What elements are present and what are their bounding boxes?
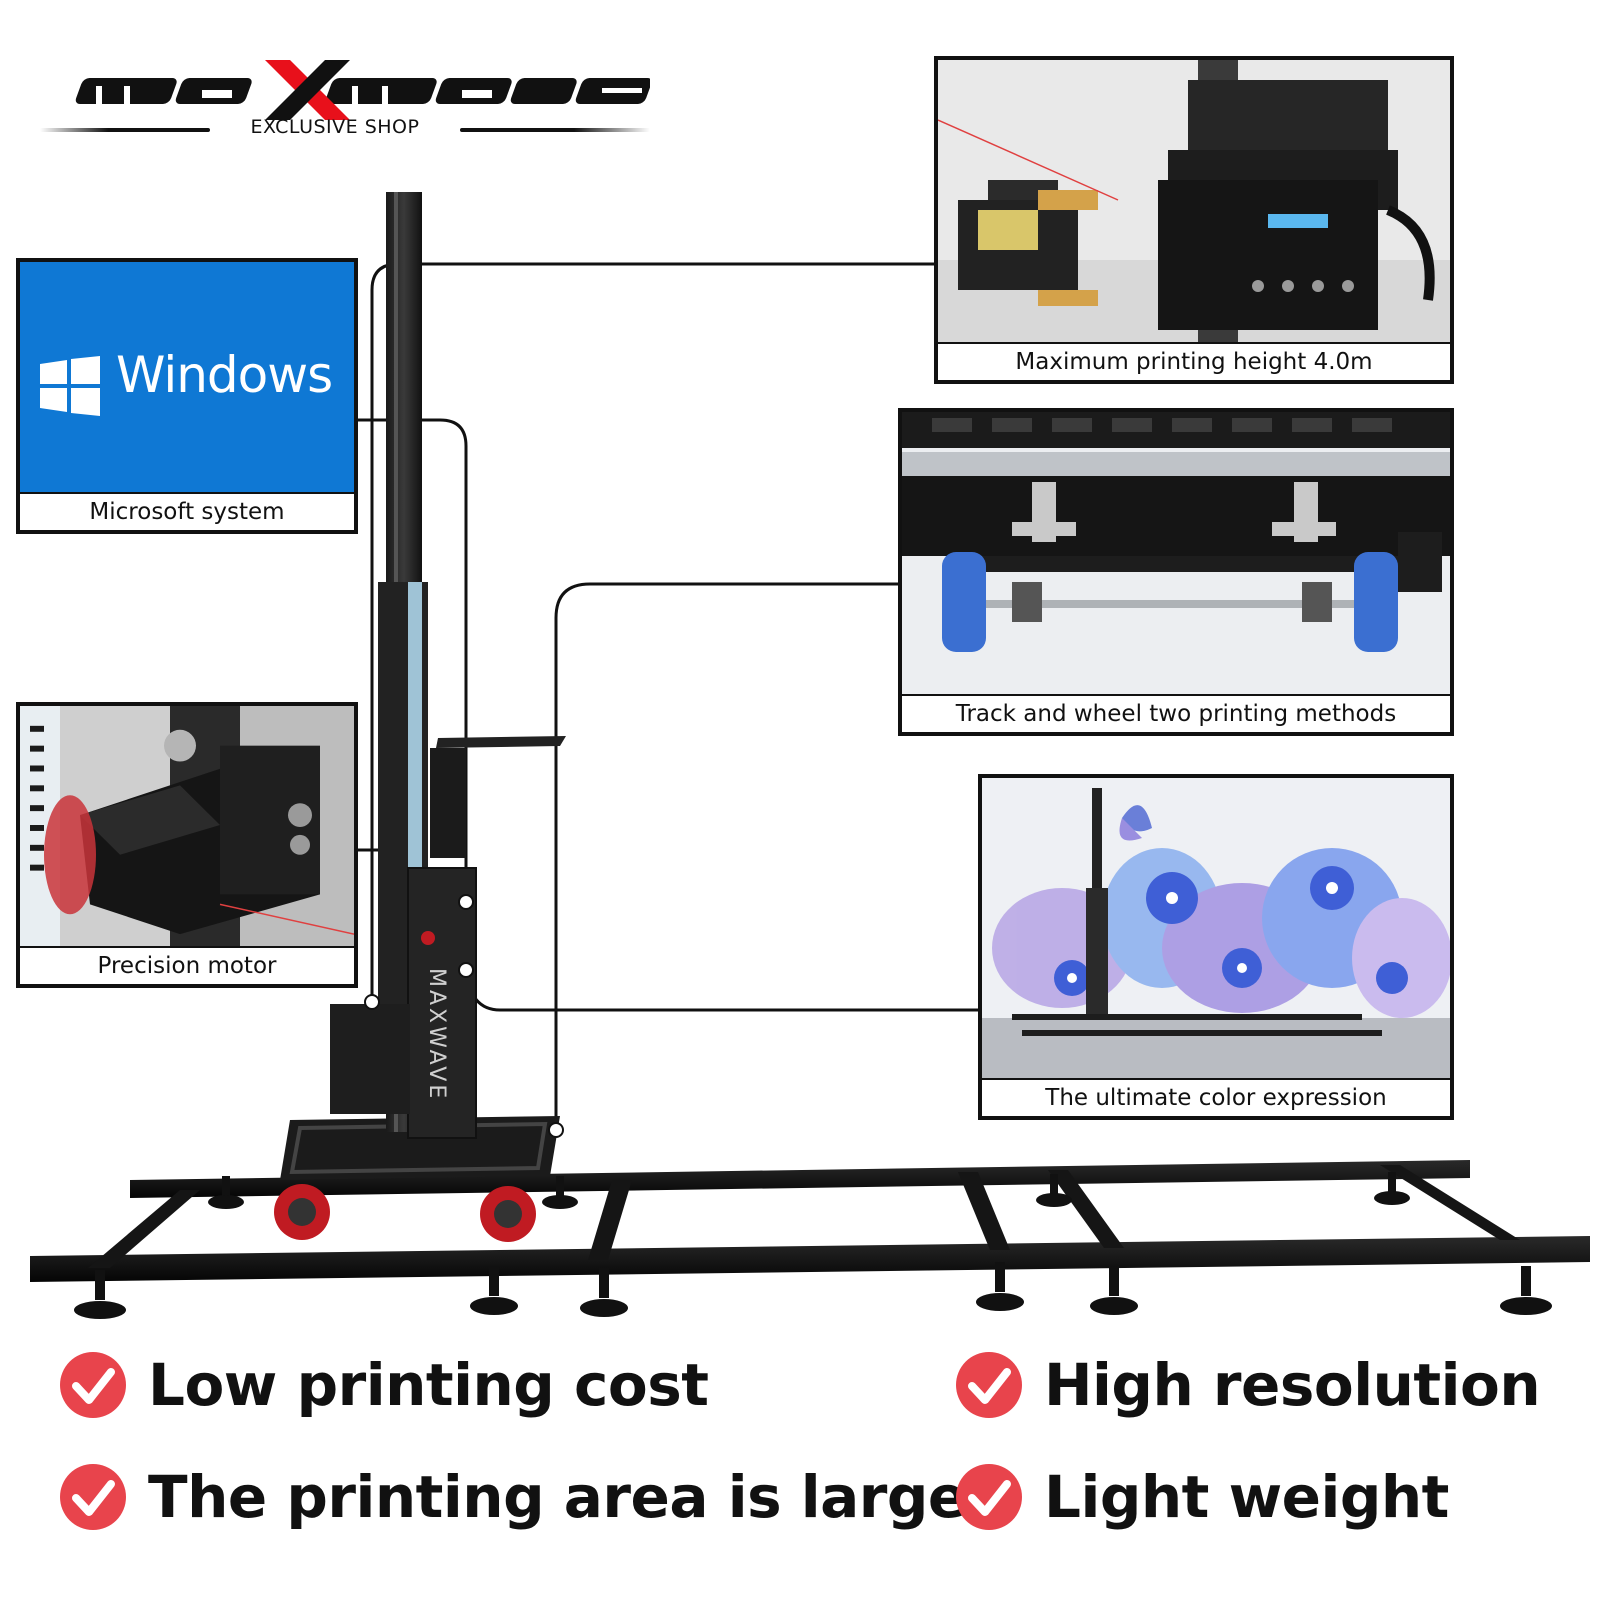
feature-text: The printing area is large [148, 1463, 967, 1531]
callout-color-expression: The ultimate color expression [978, 774, 1454, 1120]
check-circle-icon [956, 1352, 1022, 1418]
flower-mural-image-icon [982, 778, 1450, 1078]
brand-logo: EXCLUSIVE SHOP [40, 20, 660, 150]
callout-max-printing-height: Maximum printing height 4.0m [934, 56, 1454, 384]
printhead-image-icon [938, 60, 1450, 342]
track-wheel-photo [902, 412, 1450, 694]
windows-logo-icon [40, 356, 100, 416]
feature-text: Low printing cost [148, 1351, 709, 1419]
feature-high-resolution: High resolution [954, 1340, 1554, 1430]
brand-tagline: EXCLUSIVE SHOP [40, 112, 650, 142]
tagline-text: EXCLUSIVE SHOP [250, 116, 420, 138]
track-wheel-image-icon [902, 412, 1450, 694]
flower-mural-photo [982, 778, 1450, 1078]
check-circle-icon [956, 1464, 1022, 1530]
callout-caption: Maximum printing height 4.0m [938, 342, 1450, 380]
feature-large-printing-area: The printing area is large [58, 1452, 967, 1542]
callout-microsoft-system: Windows Microsoft system [16, 258, 358, 534]
machine-side-text: MAXWAVE [424, 968, 449, 1101]
maxwave-wordmark-icon [75, 60, 650, 120]
motor-photo [20, 706, 354, 946]
callout-caption: The ultimate color expression [982, 1078, 1450, 1116]
callout-caption: Track and wheel two printing methods [902, 694, 1450, 732]
tagline-divider-right [460, 128, 650, 132]
feature-light-weight: Light weight [954, 1452, 1554, 1542]
check-circle-icon [60, 1352, 126, 1418]
feature-text: Light weight [1044, 1463, 1449, 1531]
callout-caption: Microsoft system [20, 492, 354, 530]
feature-low-printing-cost: Low printing cost [58, 1340, 858, 1430]
windows-wordmark: Windows [116, 346, 333, 404]
check-circle-icon [60, 1464, 126, 1530]
tagline-divider-left [40, 128, 210, 132]
feature-text: High resolution [1044, 1351, 1541, 1419]
windows-logo-panel: Windows [20, 262, 354, 492]
callout-caption: Precision motor [20, 946, 354, 984]
callout-precision-motor: Precision motor [16, 702, 358, 988]
printhead-photo [938, 60, 1450, 342]
motor-image-icon [20, 706, 354, 946]
callout-track-and-wheel: Track and wheel two printing methods [898, 408, 1454, 736]
